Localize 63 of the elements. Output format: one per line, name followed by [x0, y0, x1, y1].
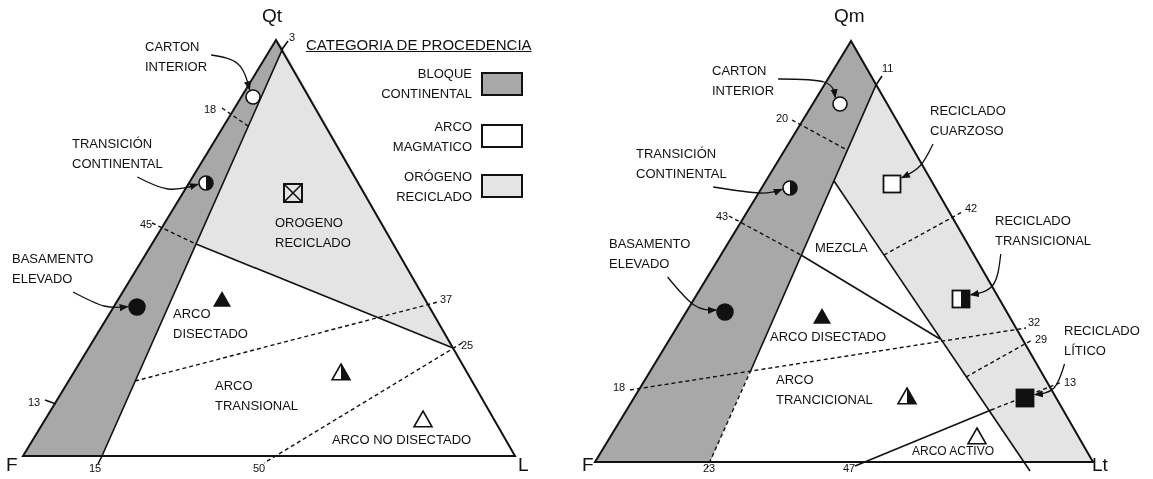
- tick-value: 37: [440, 293, 453, 306]
- tick-value: 43: [716, 210, 729, 223]
- tick-value: 20: [776, 112, 789, 125]
- leader-arrow: [777, 78, 838, 99]
- half-filled-circle-icon: [782, 180, 798, 196]
- leader-arrow: [712, 186, 783, 196]
- callout-label: TRANSICIÓN CONTINENTAL: [636, 144, 727, 184]
- filled-circle-icon: [128, 298, 146, 316]
- field-label: ARCO TRANSIONAL: [215, 377, 299, 415]
- tick-value: 11: [882, 62, 894, 75]
- leader-arrow: [136, 176, 199, 191]
- callout-label: CARTON INTERIOR: [145, 37, 208, 77]
- tick-value: 13: [1064, 376, 1077, 389]
- field-label: ARCO TRANCICIONAL: [776, 371, 873, 409]
- half-filled-circle-icon: [198, 175, 214, 191]
- leader-arrow: [72, 291, 129, 312]
- tick-value: 47: [843, 462, 856, 475]
- callout-label: RECICLADO LÍTICO: [1064, 321, 1140, 361]
- axis-label: F: [582, 455, 594, 475]
- filled-square-icon: [1015, 388, 1035, 408]
- callout-label: CARTON INTERIOR: [712, 61, 775, 101]
- axis-label: L: [518, 455, 529, 475]
- field-label: ARCO ACTIVO: [912, 445, 994, 458]
- tick-value: 3: [289, 31, 296, 44]
- open-square-icon: [882, 174, 902, 194]
- field-label: MEZCLA: [815, 239, 868, 257]
- field-label: OROGENO RECICLADO: [275, 214, 351, 252]
- tick-value: 32: [1028, 316, 1041, 329]
- axis-label: Qt: [262, 6, 283, 26]
- tick-value: 18: [613, 381, 626, 394]
- tick-value: 18: [204, 103, 217, 116]
- half-filled-square-icon: [951, 289, 971, 309]
- tick-value: 45: [140, 218, 153, 231]
- tick-value: 29: [1035, 333, 1048, 346]
- field-label: ARCO NO DISECTADO: [332, 431, 472, 449]
- legend-label: ARCO MAGMATICO: [392, 118, 472, 156]
- tick-value: 13: [28, 396, 41, 409]
- tick-value: 15: [89, 462, 102, 475]
- callout-label: TRANSICIÓN CONTINENTAL: [72, 134, 163, 174]
- leader-arrow: [210, 54, 252, 91]
- leader-arrow: [900, 143, 934, 179]
- leader-arrow: [1033, 363, 1066, 398]
- legend-heading: CATEGORIA DE PROCEDENCIA: [306, 35, 532, 55]
- tick-value: 23: [703, 462, 716, 475]
- axis-label: Lt: [1092, 455, 1108, 475]
- legend-label: ORÓGENO RECICLADO: [396, 168, 472, 206]
- axis-label: F: [6, 455, 18, 475]
- callout-label: RECICLADO CUARZOSO: [930, 101, 1006, 141]
- tick-value: 50: [253, 462, 266, 475]
- field-label: ARCO DISECTADO: [173, 305, 248, 343]
- leader-arrow: [969, 253, 1002, 297]
- callout-label: RECICLADO TRANSICIONAL: [995, 211, 1092, 251]
- axis-label: Qm: [834, 6, 865, 26]
- legend-label: BLOQUE CONTINENTAL: [381, 65, 472, 103]
- callout-label: BASAMENTO ELEVADO: [12, 249, 94, 289]
- open-circle-icon: [245, 89, 261, 105]
- tick-value: 25: [461, 339, 474, 352]
- tick-value: 42: [965, 202, 978, 215]
- field-label: ARCO DISECTADO: [770, 328, 887, 346]
- filled-circle-icon: [716, 303, 734, 321]
- callout-label: BASAMENTO ELEVADO: [609, 234, 691, 274]
- leader-arrow: [666, 276, 717, 314]
- open-circle-icon: [832, 96, 848, 112]
